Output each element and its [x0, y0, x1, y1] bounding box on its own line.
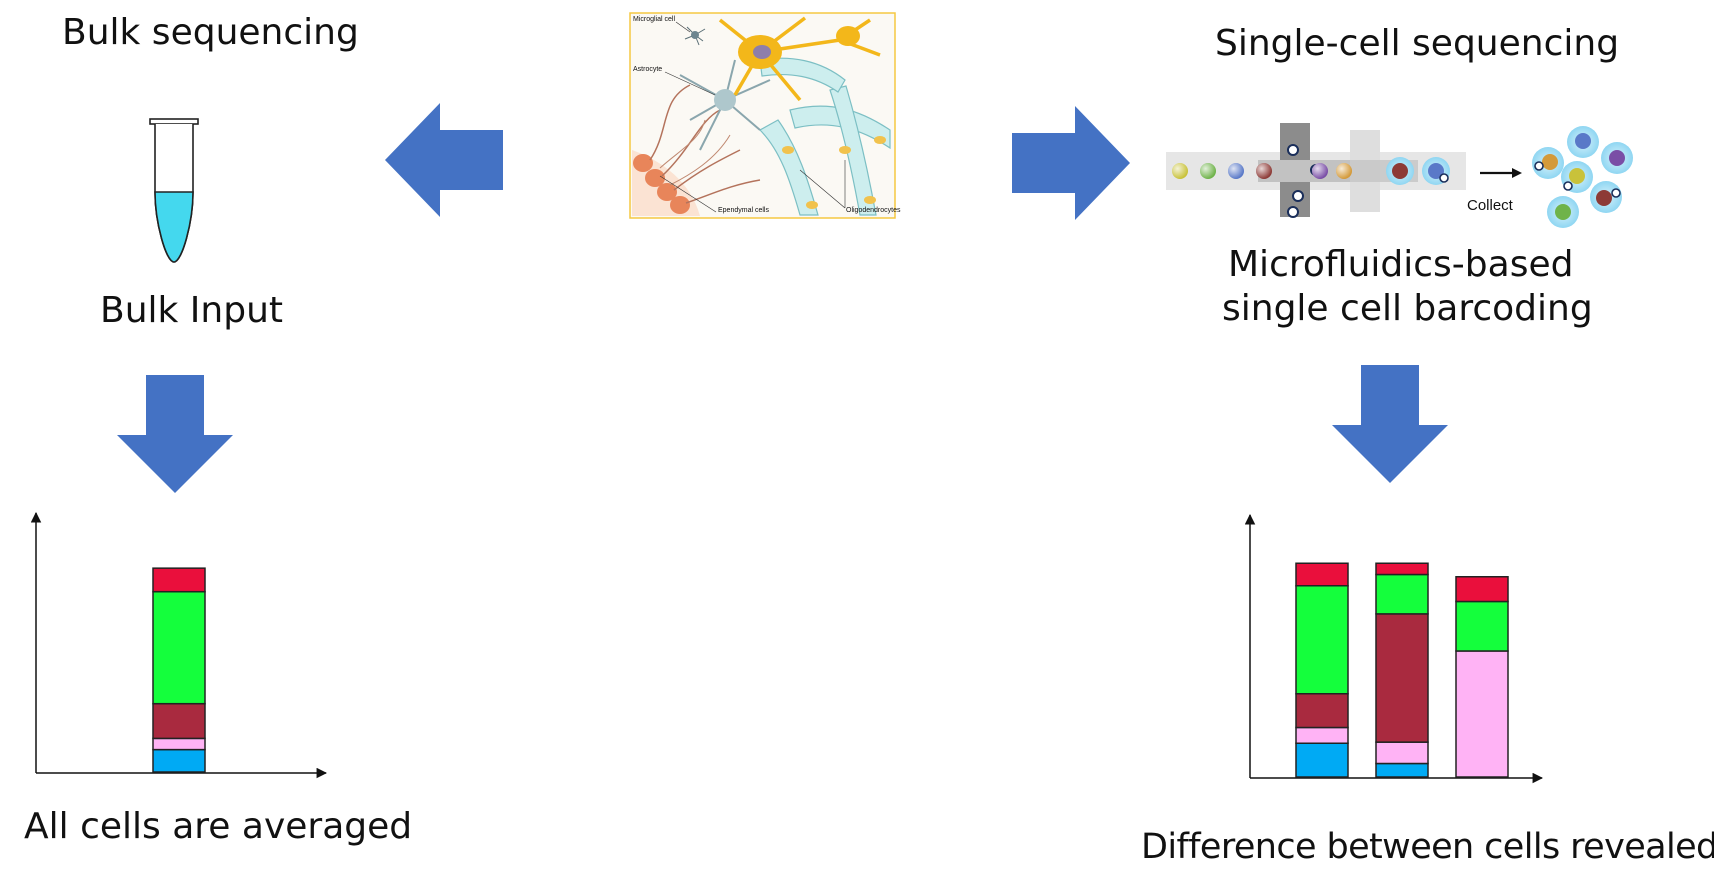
single-cell-bar-3-segment-4 [1455, 600, 1509, 652]
microfluidics-label-line2: single cell barcoding [1222, 288, 1593, 329]
arrow-down-single-cell [1332, 365, 1448, 483]
label-astrocyte: Astrocyte [633, 66, 663, 73]
microfluidics-label-line1: Microfluidics-based [1228, 244, 1574, 285]
single-cell-bar-1-segment-3 [1295, 693, 1349, 729]
single-cell-bar-2-segment-5 [1375, 562, 1429, 576]
single-cell-bar-1-segment-2 [1295, 726, 1349, 744]
bulk-bar-1-segment-3 [152, 702, 206, 740]
label-oligodendrocytes: Oligodendrocytes [846, 207, 901, 214]
single-cell-sequencing-title: Single-cell sequencing [1215, 23, 1620, 64]
astrocyte-icon [679, 59, 771, 151]
collect-label: Collect [1467, 197, 1513, 214]
single-cell-bar-1-segment-4 [1295, 585, 1349, 695]
microfluidics-device-icon [1166, 123, 1633, 228]
bulk-bar-1-segment-2 [152, 737, 206, 751]
bulk-stacked-bar-chart [30, 511, 328, 779]
bulk-bar-1-segment-1 [152, 748, 206, 773]
single-cell-bar-2-segment-4 [1375, 573, 1429, 615]
single-cell-bar-2-segment-2 [1375, 741, 1429, 765]
single-cell-caption: Difference between cells revealed [1141, 827, 1714, 867]
single-cell-bar-3-segment-5 [1455, 576, 1509, 603]
label-ependymal-cells: Ependymal cells [718, 207, 769, 214]
microglial-cell-icon [684, 26, 706, 46]
ependymal-cells-icon [632, 84, 761, 216]
single-cell-bar-1-segment-5 [1295, 562, 1349, 587]
neural-cells-illustration [629, 12, 896, 219]
arrow-right-to-single-cell [1012, 106, 1130, 220]
label-microglial-cell: Microglial cell [633, 16, 676, 23]
bulk-sequencing-title: Bulk sequencing [62, 12, 359, 53]
bulk-input-label: Bulk Input [100, 290, 284, 331]
single-cell-stacked-bar-chart [1244, 513, 1544, 784]
arrow-left-to-bulk [385, 103, 503, 217]
bulk-caption: All cells are averaged [24, 806, 413, 847]
single-cell-bar-3-segment-2 [1455, 650, 1509, 778]
single-cell-bar-2-segment-3 [1375, 613, 1429, 743]
neuron-icon [718, 16, 881, 102]
test-tube-icon [149, 118, 199, 263]
bulk-bar-1-segment-4 [152, 590, 206, 705]
single-cell-bar-2-segment-1 [1375, 762, 1429, 778]
bulk-bar-1-segment-5 [152, 567, 206, 593]
oligodendrocytes-icon [759, 57, 891, 216]
arrow-down-bulk [117, 375, 233, 493]
single-cell-bar-1-segment-1 [1295, 742, 1349, 778]
